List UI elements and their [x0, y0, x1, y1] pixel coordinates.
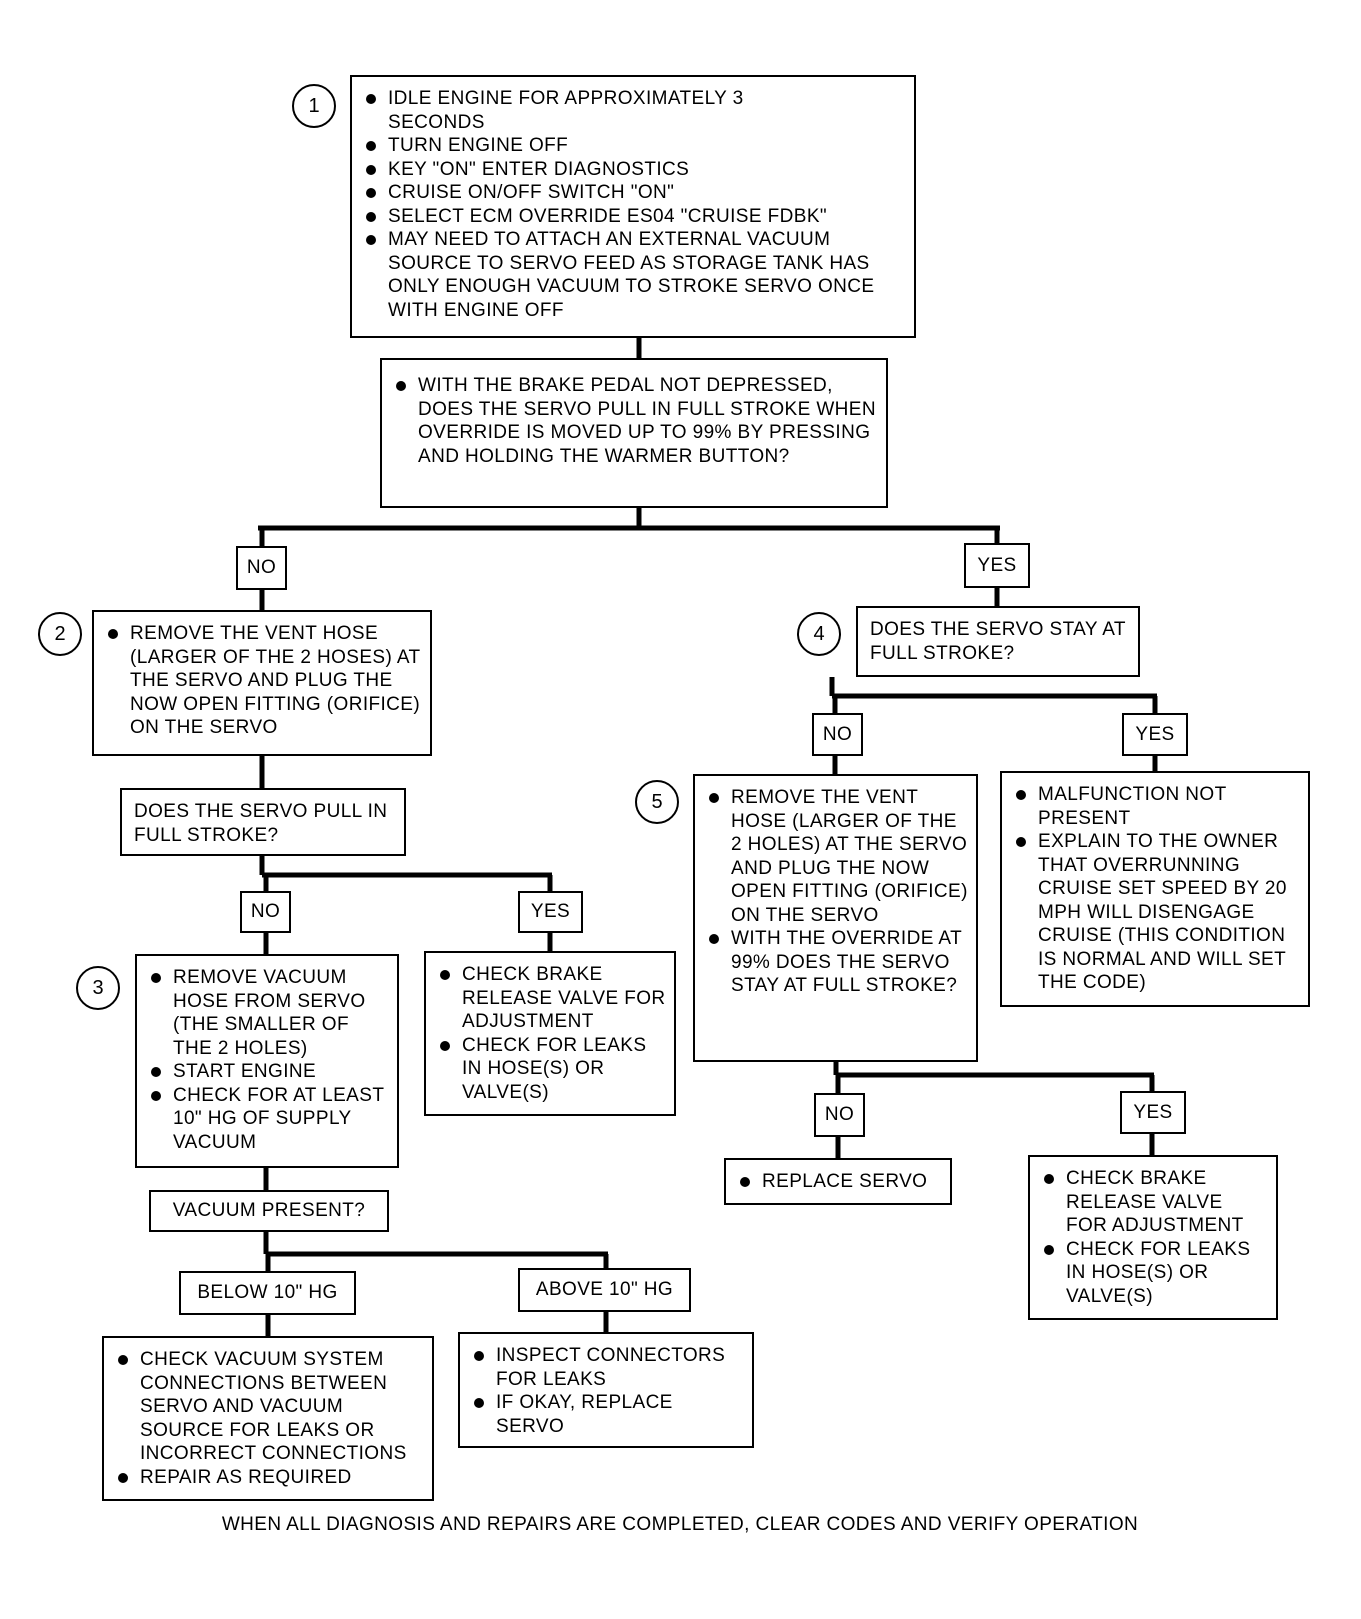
- yes-label: YES: [1122, 713, 1188, 756]
- question-1-item: WITH THE BRAKE PEDAL NOT DEPRESSED, DOES…: [394, 374, 878, 468]
- step-2-badge: 2: [38, 612, 82, 656]
- step-4-text: DOES THE SERVO STAY AT FULL STROKE?: [870, 619, 1126, 664]
- step-1-box: IDLE ENGINE FOR APPROXIMATELY 3 SECONDS …: [350, 75, 916, 338]
- malfunction-box: MALFUNCTION NOT PRESENT EXPLAIN TO THE O…: [1000, 771, 1310, 1007]
- yes-label: YES: [964, 543, 1030, 588]
- question-1-box: WITH THE BRAKE PEDAL NOT DEPRESSED, DOES…: [380, 358, 888, 508]
- step-1-item: MAY NEED TO ATTACH AN EXTERNAL VACUUM SO…: [364, 228, 906, 322]
- no-label: NO: [812, 713, 863, 756]
- below-10-hg-label: BELOW 10" HG: [179, 1271, 356, 1315]
- check-brake-item: CHECK BRAKE RELEASE VALVE FOR ADJUSTMENT: [1042, 1167, 1268, 1238]
- vacuum-above-box: INSPECT CONNECTORS FOR LEAKS IF OKAY, RE…: [458, 1332, 754, 1448]
- step-3-badge: 3: [76, 966, 120, 1010]
- malfunction-item: EXPLAIN TO THE OWNER THAT OVERRUNNING CR…: [1014, 830, 1300, 995]
- malfunction-item: MALFUNCTION NOT PRESENT: [1014, 783, 1300, 830]
- step-4-badge: 4: [797, 612, 841, 656]
- step-1-item: CRUISE ON/OFF SWITCH "ON": [364, 181, 906, 205]
- step-1-item: SELECT ECM OVERRIDE ES04 "CRUISE FDBK": [364, 205, 906, 229]
- question-2-box: DOES THE SERVO PULL IN FULL STROKE?: [120, 788, 406, 856]
- step-3-item: CHECK FOR AT LEAST 10" HG OF SUPPLY VACU…: [149, 1084, 389, 1155]
- question-3-box: VACUUM PRESENT?: [149, 1190, 389, 1232]
- step-2-box: REMOVE THE VENT HOSE (LARGER OF THE 2 HO…: [92, 610, 432, 756]
- check-brake-item: CHECK FOR LEAKS IN HOSE(S) OR VALVE(S): [438, 1034, 666, 1105]
- vacuum-below-box: CHECK VACUUM SYSTEM CONNECTIONS BETWEEN …: [102, 1336, 434, 1501]
- step-5-item: WITH THE OVERRIDE AT 99% DOES THE SERVO …: [707, 927, 968, 998]
- step-5-badge: 5: [635, 780, 679, 824]
- check-brake-item: CHECK FOR LEAKS IN HOSE(S) OR VALVE(S): [1042, 1238, 1268, 1309]
- step-5-box: REMOVE THE VENT HOSE (LARGER OF THE 2 HO…: [693, 774, 978, 1062]
- step-3-item: REMOVE VACUUM HOSE FROM SERVO (THE SMALL…: [149, 966, 389, 1060]
- check-brake-box-right: CHECK BRAKE RELEASE VALVE FOR ADJUSTMENT…: [1028, 1155, 1278, 1320]
- no-label: NO: [236, 546, 287, 590]
- above-10-hg-label: ABOVE 10" HG: [518, 1268, 691, 1312]
- check-brake-box-left: CHECK BRAKE RELEASE VALVE FOR ADJUSTMENT…: [424, 951, 676, 1116]
- check-brake-item: CHECK BRAKE RELEASE VALVE FOR ADJUSTMENT: [438, 963, 666, 1034]
- step-3-item: START ENGINE: [149, 1060, 389, 1084]
- footer-note: WHEN ALL DIAGNOSIS AND REPAIRS ARE COMPL…: [221, 1514, 1139, 1535]
- step-3-box: REMOVE VACUUM HOSE FROM SERVO (THE SMALL…: [135, 954, 399, 1168]
- vacuum-above-item: INSPECT CONNECTORS FOR LEAKS: [472, 1344, 744, 1391]
- vacuum-above-item: IF OKAY, REPLACE SERVO: [472, 1391, 744, 1438]
- replace-servo-box: REPLACE SERVO: [724, 1158, 952, 1205]
- question-2-text: DOES THE SERVO PULL IN FULL STROKE?: [134, 801, 388, 846]
- vacuum-below-item: REPAIR AS REQUIRED: [116, 1466, 424, 1490]
- vacuum-below-item: CHECK VACUUM SYSTEM CONNECTIONS BETWEEN …: [116, 1348, 424, 1466]
- step-5-item: REMOVE THE VENT HOSE (LARGER OF THE 2 HO…: [707, 786, 968, 927]
- step-4-box: DOES THE SERVO STAY AT FULL STROKE?: [856, 606, 1140, 677]
- replace-servo-item: REPLACE SERVO: [738, 1170, 942, 1194]
- step-1-badge: 1: [292, 84, 336, 128]
- yes-label: YES: [518, 891, 583, 933]
- step-1-item: TURN ENGINE OFF: [364, 134, 906, 158]
- step-1-item: IDLE ENGINE FOR APPROXIMATELY 3 SECONDS: [364, 87, 906, 134]
- no-label: NO: [814, 1093, 865, 1137]
- no-label: NO: [240, 891, 291, 933]
- step-1-item: KEY "ON" ENTER DIAGNOSTICS: [364, 158, 906, 182]
- yes-label: YES: [1120, 1091, 1186, 1134]
- step-2-item: REMOVE THE VENT HOSE (LARGER OF THE 2 HO…: [106, 622, 422, 740]
